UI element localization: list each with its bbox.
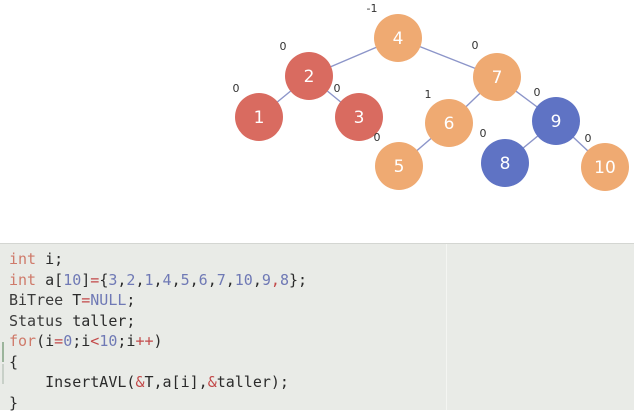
code-line: int a[10]={3,2,1,4,5,6,7,10,9,8};: [9, 270, 307, 291]
code-token: 10: [99, 332, 117, 350]
code-token: Status: [9, 312, 63, 330]
code-token: =: [90, 271, 99, 289]
code-token: 10: [63, 271, 81, 289]
tree-node-label: 6: [444, 114, 455, 134]
tree-node-7: 70: [472, 39, 522, 101]
balance-factor-label: 1: [425, 88, 432, 101]
code-token: =: [81, 291, 90, 309]
tree-node-label: 10: [594, 158, 616, 178]
tree-node-label: 8: [500, 154, 511, 174]
tree-node-label: 2: [304, 67, 315, 87]
code-token: NULL: [90, 291, 126, 309]
tree-node-10: 100: [581, 132, 629, 191]
code-token: 5: [181, 271, 190, 289]
tree-node-1: 10: [233, 82, 284, 141]
code-token: &: [208, 373, 217, 391]
code-token: a[: [36, 271, 63, 289]
code-token: 4: [163, 271, 172, 289]
code-line: Status taller;: [9, 311, 307, 332]
tree-node-6: 61: [425, 88, 474, 147]
balance-factor-label: 0: [233, 82, 240, 95]
tree-node-4: 4 -1: [367, 2, 422, 62]
tree-node-9: 90: [532, 86, 580, 145]
code-token: i;: [36, 250, 63, 268]
code-token: 9: [262, 271, 271, 289]
code-token: ,: [172, 271, 181, 289]
balance-factor-label: 0: [585, 132, 592, 145]
code-token: 10: [235, 271, 253, 289]
code-token: {: [99, 271, 108, 289]
code-line: {: [9, 352, 307, 373]
tree-node-8: 80: [480, 127, 530, 187]
code-listing: int i;int a[10]={3,2,1,4,5,6,7,10,9,8};B…: [9, 249, 307, 413]
code-token: ,: [208, 271, 217, 289]
code-token: T: [63, 291, 81, 309]
code-token: T,a[i],: [144, 373, 207, 391]
code-token: taller;: [63, 312, 135, 330]
code-token: 6: [199, 271, 208, 289]
code-token: taller);: [217, 373, 289, 391]
code-token: ,: [226, 271, 235, 289]
tree-node-5: 50: [374, 131, 424, 190]
code-token: 8: [280, 271, 289, 289]
code-token: ;i: [117, 332, 135, 350]
balance-factor-label: -1: [367, 2, 378, 15]
code-token: (i: [36, 332, 54, 350]
code-editor-panel: int i;int a[10]={3,2,1,4,5,6,7,10,9,8};B…: [0, 243, 634, 410]
code-token: ,: [190, 271, 199, 289]
code-line: for(i=0;i<10;i++): [9, 331, 307, 352]
code-token: ;: [126, 291, 135, 309]
code-token: ): [154, 332, 163, 350]
balance-factor-label: 0: [374, 131, 381, 144]
code-line: InsertAVL(&T,a[i],&taller);: [9, 372, 307, 393]
code-token: ,: [271, 271, 280, 289]
code-token: ;i: [72, 332, 90, 350]
balance-factor-label: 0: [534, 86, 541, 99]
code-token: ++: [135, 332, 153, 350]
code-line: int i;: [9, 249, 307, 270]
gutter-marker: [2, 342, 4, 362]
tree-node-label: 1: [254, 108, 265, 128]
tree-node-label: 9: [551, 112, 562, 132]
tree-node-2: 20: [280, 40, 334, 100]
code-line: BiTree T=NULL;: [9, 290, 307, 311]
code-token: ]: [81, 271, 90, 289]
code-token: InsertAVL(: [9, 373, 135, 391]
code-token: for: [9, 332, 36, 350]
code-token: int: [9, 271, 36, 289]
code-token: {: [9, 353, 18, 371]
tree-node-label: 3: [354, 108, 365, 128]
code-token: 1: [144, 271, 153, 289]
tree-node-label: 7: [492, 68, 503, 88]
code-token: 7: [217, 271, 226, 289]
code-line: }: [9, 393, 307, 413]
code-token: };: [289, 271, 307, 289]
code-token: BiTree: [9, 291, 63, 309]
balance-factor-label: 0: [280, 40, 287, 53]
balance-factor-label: 0: [480, 127, 487, 140]
code-token: 0: [63, 332, 72, 350]
tree-node-label: 5: [394, 157, 405, 177]
code-token: ,: [253, 271, 262, 289]
gutter-marker: [2, 364, 4, 384]
code-token: <: [90, 332, 99, 350]
code-token: =: [54, 332, 63, 350]
balance-factor-label: 0: [472, 39, 479, 52]
code-column-divider: [446, 244, 447, 410]
tree-node-label: 4: [393, 29, 404, 49]
code-token: ,: [154, 271, 163, 289]
balance-factor-label: 0: [334, 82, 341, 95]
code-token: int: [9, 250, 36, 268]
